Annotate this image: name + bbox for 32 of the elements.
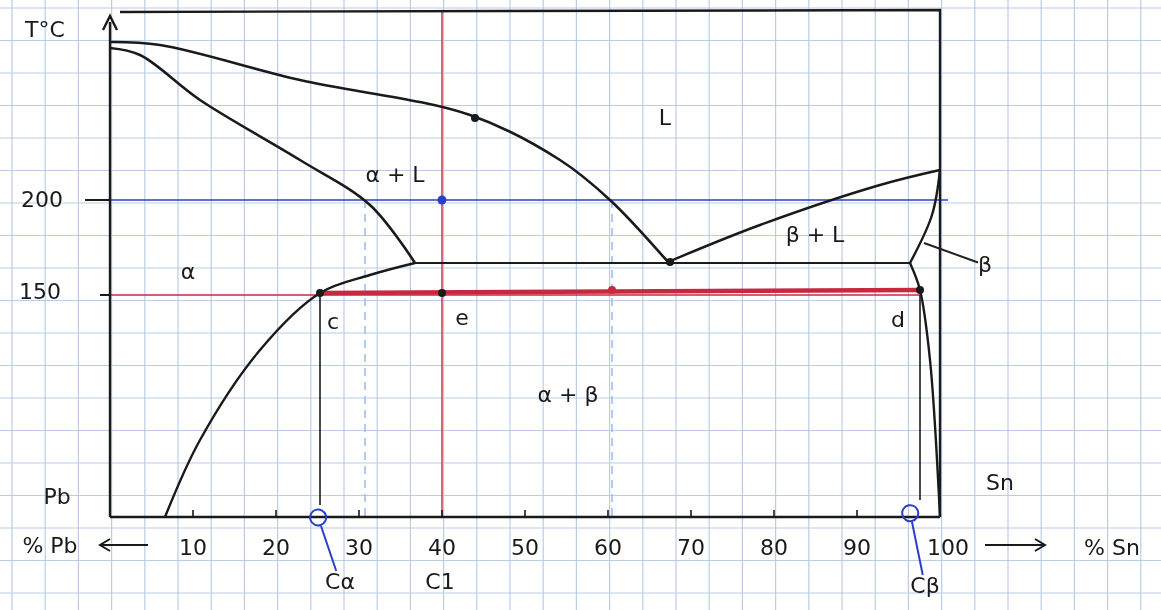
region-label: α <box>180 261 196 283</box>
element-label: Pb <box>43 486 71 508</box>
tick-label: 10 <box>179 537 207 559</box>
region-label: β + L <box>785 224 845 246</box>
region-label: α + β <box>537 384 599 406</box>
leader-line <box>901 504 924 576</box>
tick-label: 90 <box>843 537 871 559</box>
axis-label: % Sn <box>1084 537 1140 559</box>
axis-label: % Pb <box>22 535 78 557</box>
tick-label: 60 <box>594 537 622 559</box>
point-label: d <box>891 309 905 331</box>
tick-label: 150 <box>19 281 61 303</box>
composition-label: β <box>978 254 992 276</box>
tick-label: 70 <box>677 537 705 559</box>
region-label: L <box>658 107 672 129</box>
point-label: e <box>455 307 469 329</box>
tick-label: 40 <box>428 537 456 559</box>
leader-line <box>309 508 338 572</box>
axis-label: T°C <box>25 19 65 41</box>
leader-line <box>923 242 979 264</box>
element-label: Sn <box>986 472 1014 494</box>
composition-label: C1 <box>425 571 455 593</box>
tick-label: 30 <box>345 537 373 559</box>
tick-label: 200 <box>21 189 63 211</box>
tick-label: 20 <box>262 537 290 559</box>
composition-label: Cβ <box>910 575 940 597</box>
tick-label: 80 <box>760 537 788 559</box>
region-label: α + L <box>365 164 425 186</box>
composition-label: Cα <box>325 571 355 593</box>
tick-label: 50 <box>511 537 539 559</box>
tick-label: 100 <box>927 537 969 559</box>
point-label: c <box>326 311 340 333</box>
